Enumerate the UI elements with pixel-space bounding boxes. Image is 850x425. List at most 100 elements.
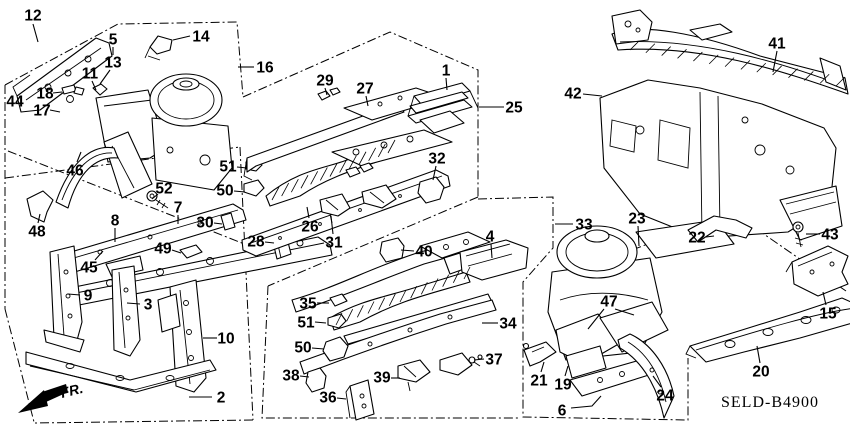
part-38-art [305, 367, 327, 393]
hatch-tick [281, 182, 290, 197]
hatch-tick [772, 65, 782, 76]
part-24-art [617, 333, 675, 419]
part-3-art [105, 255, 144, 357]
callout-20: 20 [752, 364, 769, 381]
leader-51a [236, 166, 248, 169]
leader-36 [336, 397, 347, 400]
callout-3: 3 [144, 297, 153, 314]
callout-26: 26 [301, 219, 319, 236]
part-50b-art [322, 336, 349, 362]
leader-12 [32, 23, 39, 43]
leader-45 [94, 250, 104, 261]
leader-11 [91, 80, 97, 91]
part-mid-plate-art [331, 129, 453, 178]
leader-lines [32, 23, 827, 409]
hatch-tick [629, 40, 640, 51]
leader-3 [126, 302, 141, 305]
part-51b-art [327, 313, 347, 329]
part-32-art [417, 176, 445, 204]
part-23-group-art [547, 219, 735, 397]
hatch-tick [339, 159, 348, 173]
part-1-art [407, 82, 479, 134]
callout-35: 35 [299, 296, 317, 313]
part-36-art [345, 379, 375, 421]
leader-15 [822, 291, 827, 306]
callout-14: 14 [192, 29, 210, 46]
hatch-tick [677, 49, 687, 59]
fr-label: FR. [59, 380, 85, 401]
hatch-tick [431, 278, 439, 291]
hatch-tick [708, 54, 719, 65]
leader-31 [330, 215, 334, 235]
callout-31: 31 [325, 235, 343, 252]
hatch-tick [356, 305, 364, 318]
hatch-tick [271, 186, 280, 201]
part-15-art [785, 245, 849, 297]
hatch-tick [290, 178, 299, 193]
leader-50a [233, 190, 246, 193]
callout-46: 46 [66, 163, 84, 180]
part-12-art [12, 37, 113, 113]
leader-14 [172, 35, 191, 41]
callout-19: 19 [554, 377, 572, 394]
callout-49: 49 [154, 241, 172, 258]
leader-41 [772, 50, 778, 73]
leader-51b [314, 321, 327, 324]
callout-36: 36 [319, 390, 337, 407]
part-4-art [443, 239, 529, 281]
leader-49 [171, 249, 182, 254]
hatch-tick [463, 266, 471, 280]
group-radiator-diag1 [7, 150, 248, 246]
part-48-art [26, 190, 54, 223]
hatch-tick [300, 175, 309, 189]
leader-21 [540, 361, 545, 373]
leader-37 [473, 358, 485, 361]
hatch-tick [335, 312, 343, 326]
callout-10: 10 [217, 331, 234, 348]
callout-34: 34 [499, 316, 517, 333]
leader-38 [299, 375, 310, 378]
hatch-tick [645, 43, 656, 54]
leader-22 [705, 235, 715, 238]
part-41-art [611, 9, 849, 95]
part-hatch-band-lower [329, 271, 471, 331]
group-topleft-top [4, 21, 244, 98]
hatch-tick [740, 60, 751, 70]
hatch-tick [358, 151, 367, 165]
callout-25: 25 [505, 100, 523, 117]
callout-7: 7 [174, 200, 183, 217]
callout-30: 30 [196, 215, 213, 232]
callout-42: 42 [564, 86, 581, 103]
leader-40 [400, 249, 415, 252]
hatch-tick [388, 293, 396, 307]
hatch-tick [377, 143, 386, 158]
callout-12: 12 [24, 8, 41, 25]
callout-33: 33 [575, 217, 593, 234]
leader-17 [49, 109, 61, 113]
part-20-art [685, 297, 850, 363]
callout-52: 52 [155, 181, 172, 198]
group-radiator-diag2 [4, 146, 241, 179]
callout-5: 5 [109, 32, 118, 49]
hatch-tick [387, 139, 396, 154]
callout-18: 18 [36, 86, 54, 103]
callout-51a: 51 [219, 159, 237, 176]
part-14-art [144, 35, 173, 61]
hatch-tick [329, 163, 338, 177]
diagram-code: SELD-B4900 [721, 394, 819, 411]
callout-43: 43 [821, 227, 839, 244]
part-34-art [299, 293, 497, 375]
callout-21: 21 [530, 373, 548, 390]
hatch-tick [788, 68, 798, 78]
leader-19 [564, 365, 569, 377]
callout-13: 13 [104, 55, 122, 72]
hatch-tick [756, 62, 767, 73]
leader-13 [99, 69, 111, 85]
callout-45: 45 [80, 260, 98, 277]
callout-1: 1 [442, 63, 451, 80]
leader-4 [490, 243, 493, 259]
hatch-tick [310, 171, 319, 185]
leader-47 [587, 308, 605, 330]
leader-24 [652, 375, 662, 388]
